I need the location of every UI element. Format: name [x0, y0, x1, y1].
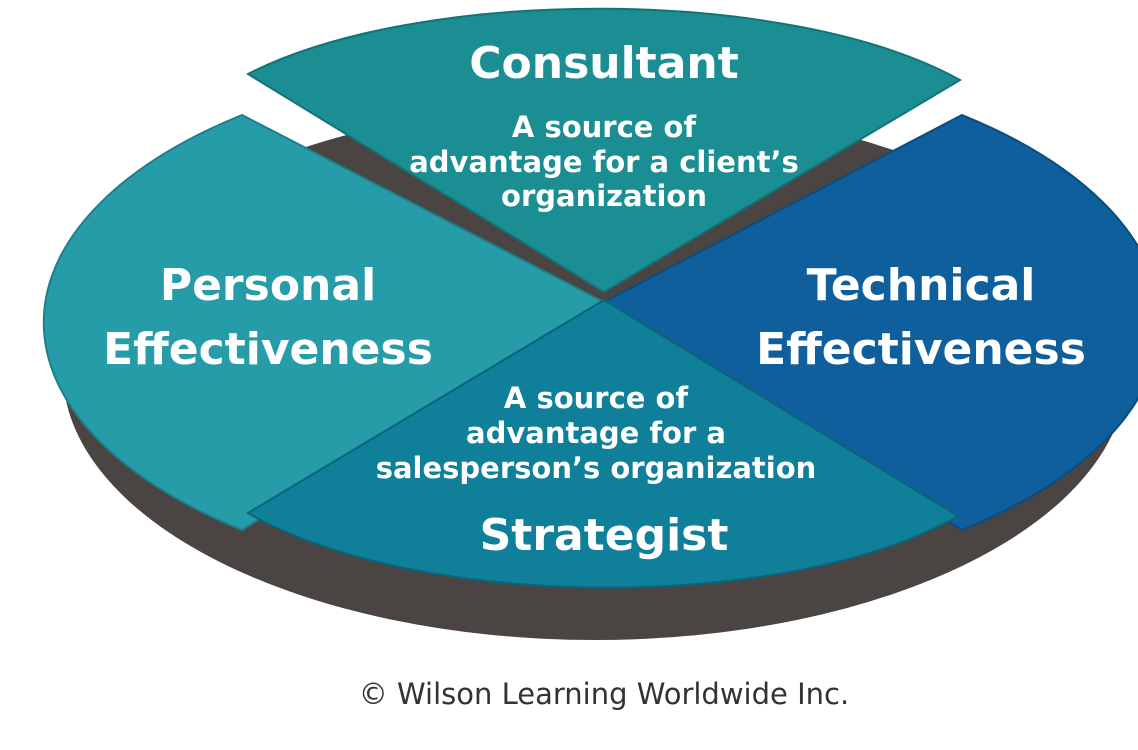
- technical-effectiveness-line-2: Effectiveness: [756, 324, 1086, 375]
- consultant-line-2: advantage for a client’s: [409, 145, 799, 179]
- segment-consultant: [245, 7, 963, 294]
- segment-strategist: [246, 298, 960, 589]
- copyright-notice: © Wilson Learning Worldwide Inc.: [359, 677, 849, 711]
- consultant-line-1: A source of: [512, 110, 697, 144]
- segment-personal-effectiveness: [42, 113, 607, 532]
- personal-effectiveness-line-2: Effectiveness: [103, 324, 433, 375]
- personal-effectiveness-line-1: Personal: [160, 260, 376, 311]
- consultant-title: Consultant: [469, 38, 739, 89]
- consultant-line-3: organization: [501, 179, 707, 213]
- strategist-title: Strategist: [480, 510, 729, 561]
- strategist-line-2: advantage for a: [466, 416, 726, 450]
- strategist-line-1: A source of: [504, 381, 689, 415]
- strategist-line-3: salesperson’s organization: [376, 451, 817, 485]
- technical-effectiveness-line-1: Technical: [807, 260, 1036, 311]
- segment-technical-effectiveness: [602, 113, 1138, 532]
